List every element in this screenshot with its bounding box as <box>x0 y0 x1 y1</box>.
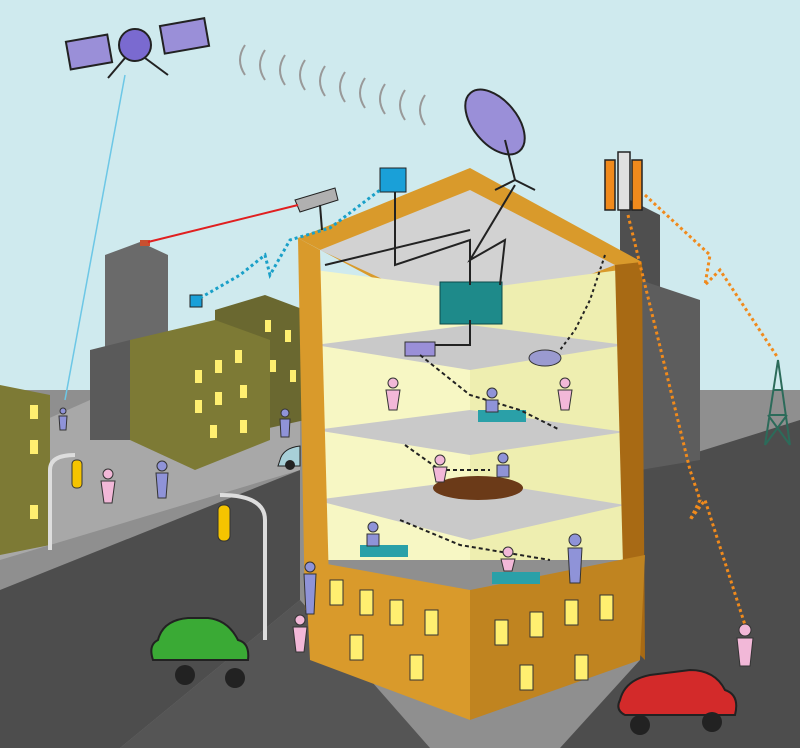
olive-building-left <box>0 385 50 555</box>
desk <box>478 410 526 422</box>
street-lamps <box>48 453 267 640</box>
cable <box>467 184 516 286</box>
conference-table <box>433 476 523 500</box>
wireless-bridge-icon <box>379 167 407 193</box>
security-camera-icon <box>294 187 339 231</box>
car-blue <box>277 445 301 470</box>
car-red <box>617 668 738 735</box>
cable <box>394 185 471 285</box>
wired-link <box>147 204 299 243</box>
building-windows <box>329 579 614 691</box>
rooftop-device-icon <box>140 240 150 246</box>
satellite-dish-icon <box>239 44 536 191</box>
cell-antenna-icon <box>604 151 643 211</box>
router-icon <box>404 341 436 357</box>
satellite-icon <box>64 17 211 401</box>
wireless-link <box>399 519 551 561</box>
server-rack <box>439 281 503 325</box>
car-green <box>150 617 250 688</box>
wireless-link-cyan <box>199 188 381 300</box>
cable <box>435 320 471 346</box>
access-point-icon <box>528 349 562 367</box>
floor-slab <box>315 325 625 370</box>
wireless-link-orange <box>643 193 780 359</box>
wireless-bridge-icon <box>189 294 203 308</box>
olive-building-center <box>130 295 305 470</box>
cable <box>324 229 471 266</box>
people <box>58 377 754 667</box>
building-base-left <box>305 560 470 720</box>
floor-slab <box>315 480 625 540</box>
desk <box>492 572 540 584</box>
floor-slab <box>315 410 625 455</box>
desk <box>360 545 408 557</box>
transmission-tower-icon <box>764 359 791 446</box>
road-center <box>120 600 430 748</box>
wireless-link-orange <box>626 214 747 626</box>
central-building <box>298 168 645 720</box>
